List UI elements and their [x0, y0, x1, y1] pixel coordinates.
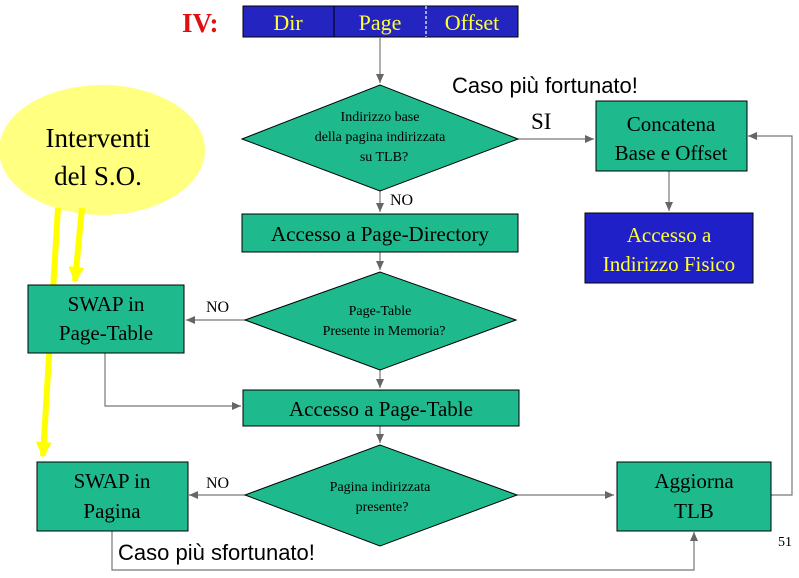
box-swap-page-table-line1: SWAP in	[68, 292, 145, 316]
box-physical-address	[584, 212, 754, 284]
box-update-tlb-line2: TLB	[674, 499, 714, 523]
decision-page-line1: Pagina indirizzata	[330, 480, 431, 495]
decision-page	[243, 444, 519, 547]
field-dir: Dir	[273, 10, 303, 35]
box-page-directory-label: Accesso a Page-Directory	[271, 222, 490, 246]
decision-page-line2: presente?	[356, 500, 409, 515]
decision-tlb-line2: della pagina indirizzata	[315, 130, 446, 145]
edge-label-yes: SI	[531, 109, 551, 134]
decision-tlb-line1: Indirizzo base	[341, 110, 420, 125]
box-swap-page	[36, 461, 189, 532]
address-format-label: IV:	[182, 8, 219, 38]
box-swap-page-table	[27, 284, 185, 354]
best-case-annotation: Caso più fortunato!	[452, 73, 638, 98]
box-update-tlb-line1: Aggiorna	[654, 469, 734, 493]
box-page-directory	[241, 213, 519, 253]
box-swap-page-table-line2: Page-Table	[59, 321, 153, 345]
edge-label-no-page: NO	[206, 475, 229, 492]
box-swap-page-line2: Pagina	[83, 499, 141, 523]
box-concatenate	[595, 100, 748, 172]
os-bubble-line2: del S.O.	[54, 161, 142, 191]
decision-tlb-line3: su TLB?	[360, 150, 408, 165]
box-physical-line2: Indirizzo Fisico	[603, 252, 735, 276]
box-concatenate-line2: Base e Offset	[615, 141, 728, 165]
os-intervention-bubble	[0, 85, 205, 215]
box-concatenate-line1: Concatena	[627, 112, 716, 136]
box-physical-line1: Accesso a	[627, 223, 712, 247]
worst-case-annotation: Caso più sfortunato!	[118, 540, 315, 565]
os-bubble-line1: Interventi	[46, 123, 151, 153]
box-swap-page-line1: SWAP in	[74, 469, 151, 493]
page-number: 51	[778, 535, 792, 550]
box-update-tlb	[616, 461, 772, 532]
field-page: Page	[359, 10, 402, 35]
field-offset: Offset	[445, 10, 500, 35]
decision-page-table-line1: Page-Table	[349, 304, 412, 319]
edge-label-no-page-table: NO	[206, 299, 229, 316]
box-page-table-access	[242, 389, 520, 427]
box-page-table-access-label: Accesso a Page-Table	[289, 397, 473, 421]
connectors	[104, 38, 793, 571]
edge-label-no-tlb: NO	[390, 192, 413, 209]
decision-page-table-line2: Presente in Memoria?	[323, 324, 446, 339]
address-format-bar: Dir Page Offset	[242, 5, 519, 38]
decision-tlb	[240, 84, 520, 192]
decision-page-table	[243, 271, 518, 371]
